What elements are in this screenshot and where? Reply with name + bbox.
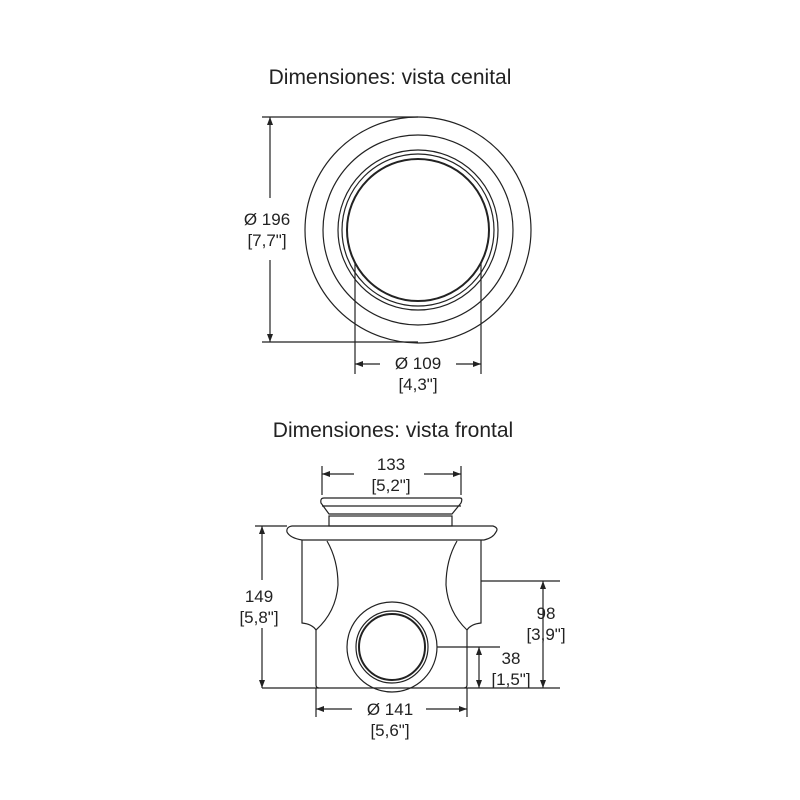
inner-diameter-mm: Ø 109 (395, 354, 441, 373)
outer-diameter-in: [7,7"] (247, 231, 286, 250)
outlet-center-dimension (437, 646, 500, 688)
cap-width-dimension (321, 466, 462, 495)
body-diameter-mm: Ø 141 (367, 700, 413, 719)
outlet-height-in: [3,9"] (526, 625, 565, 644)
front-view-title: Dimensiones: vista frontal (273, 419, 513, 442)
body-diameter-dimension (315, 688, 468, 717)
outer-diameter-mm: Ø 196 (244, 210, 290, 229)
total-height-mm: 149 (245, 587, 273, 606)
cap-width-mm: 133 (377, 455, 405, 474)
outlet-center-mm: 38 (502, 649, 521, 668)
total-height-dimension (255, 525, 560, 689)
inner-diameter-dimension (354, 262, 482, 374)
outlet-height-dimension (481, 580, 560, 688)
outlet-center-in: [1,5"] (491, 670, 530, 689)
front-view-drawing (286, 497, 498, 693)
outlet-height-mm: 98 (537, 604, 556, 623)
top-view-title: Dimensiones: vista cenital (269, 66, 512, 89)
inner-diameter-in: [4,3"] (398, 375, 437, 394)
body-diameter-in: [5,6"] (370, 721, 409, 740)
total-height-in: [5,8"] (239, 608, 278, 627)
outer-diameter-dimension (262, 116, 418, 343)
top-view-drawing (304, 116, 532, 344)
cap-width-in: [5,2"] (371, 476, 410, 495)
